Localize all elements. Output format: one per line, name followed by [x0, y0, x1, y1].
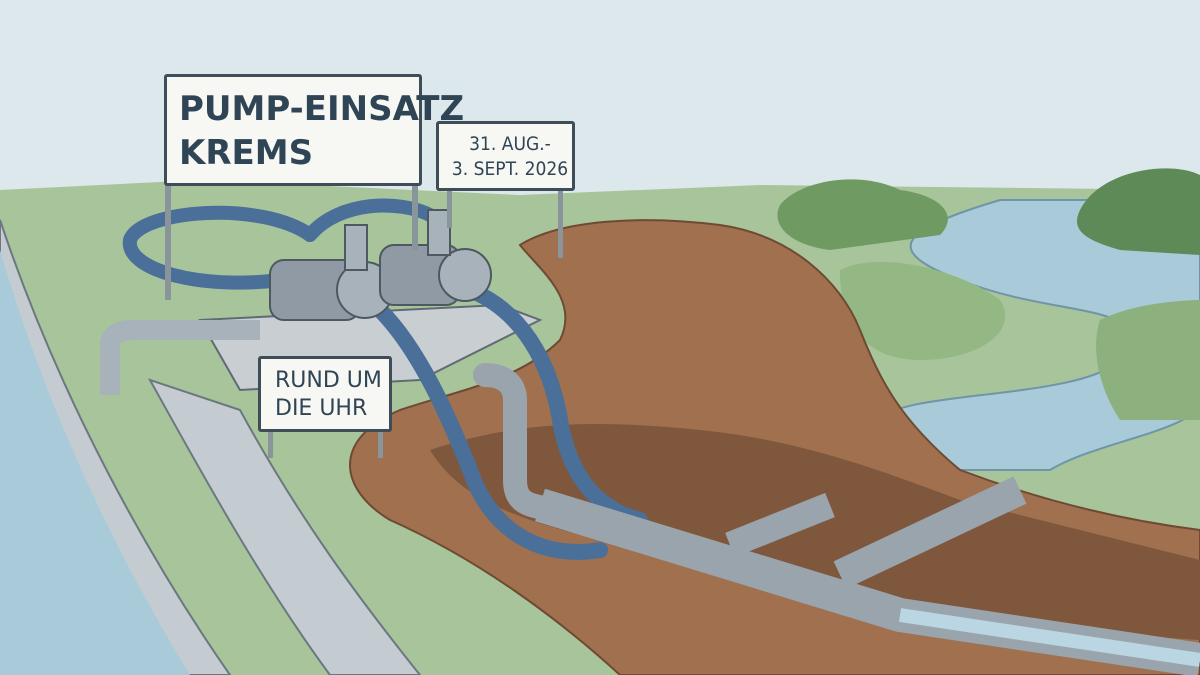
branch-pipe-2: [833, 476, 1027, 589]
sign-hours-line1: RUND UM: [275, 368, 382, 393]
post-hours-left: [268, 428, 273, 458]
far-bank: [1096, 300, 1200, 420]
hose-front-a: [372, 302, 608, 560]
post-main-left: [165, 180, 171, 300]
intake-pipe: [100, 320, 260, 395]
sign-hours-line2: DIE UHR: [275, 396, 368, 421]
pump-riser-right: [427, 209, 451, 256]
sign-around-the-clock: RUND UM DIE UHR: [258, 356, 392, 432]
post-main-right: [412, 180, 418, 250]
pump-right-housing: [438, 248, 492, 302]
hose-loop: [122, 205, 317, 290]
tree-clump-left: [777, 179, 948, 250]
sign-date-range: 31. AUG.- 3. SEPT. 2026: [436, 121, 575, 191]
hose-front-b: [462, 282, 648, 528]
sign-date-line2: 3. SEPT. 2026: [451, 158, 569, 180]
post-date-left: [447, 188, 452, 228]
hose-back: [303, 198, 437, 242]
sign-pump-operation: PUMP-EINSATZ KREMS: [164, 74, 465, 186]
island-bank: [840, 261, 1006, 360]
post-date-right: [558, 188, 563, 258]
pump-riser-left: [344, 224, 368, 271]
sign-date-line1: 31. AUG.-: [469, 133, 551, 155]
outlet-water: [898, 608, 1200, 667]
branch-pipe-1: [725, 492, 835, 558]
main-pipe-vertical: [473, 363, 557, 520]
sign-main-line2: KREMS: [179, 133, 314, 173]
tree-clump-right: [1076, 168, 1200, 255]
canal-water: [0, 250, 190, 675]
sign-main-line1: PUMP-EINSATZ: [179, 89, 465, 129]
post-hours-right: [378, 428, 383, 458]
trench: [430, 424, 1200, 640]
canal-edge: [147, 378, 422, 675]
